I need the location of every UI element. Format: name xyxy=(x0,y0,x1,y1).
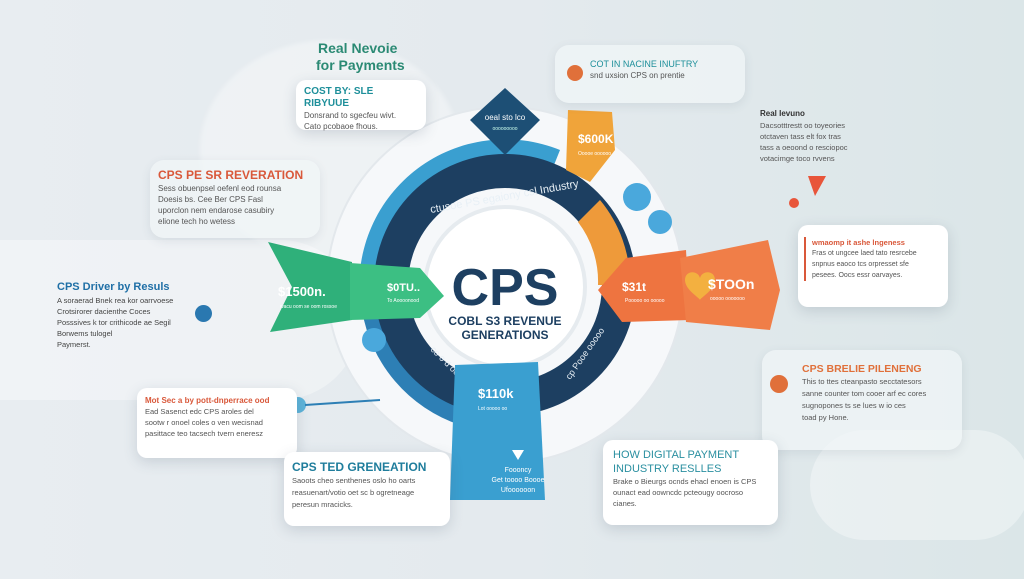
card-cps-generation: CPS TED GRENEATION Saoots cheo senthenes… xyxy=(284,452,450,526)
card-body: Sess obuenpsel oefenl eod rounsa xyxy=(158,184,282,193)
green-left-note: wacu oom se oom rossoe xyxy=(280,304,337,310)
card-body: ounact ead oowncdc pcteougy oocroso xyxy=(613,488,744,497)
diamond-value: oeal sto lco xyxy=(485,113,526,122)
card-body: Donsrand to sgecfeu wivt. xyxy=(304,111,397,120)
card-title: COT IN NACINE INUFTRY xyxy=(590,59,699,69)
card-title: HOW DIGITAL PAYMENT INDUSTRY RESLLES xyxy=(613,449,739,475)
bubble-icon xyxy=(648,210,672,234)
orange-top-note: Ooooe oooooo xyxy=(578,151,611,157)
orange-arrow-right xyxy=(680,240,780,330)
card-cps-planning: CPS BRELIE PILENENG This to ttes cteanpa… xyxy=(762,350,962,450)
blue-arc xyxy=(359,139,560,300)
card-body: Posssives k tor crithicode ae Segil xyxy=(57,318,171,327)
orange-right-right-value: $TOOn xyxy=(708,276,754,292)
card-body: reasuenart/votio oet sc b ogretneage xyxy=(292,488,415,497)
card-body: sootw r onoel coles o ven wecisnad xyxy=(145,418,263,427)
card-title: CPS BRELIE PILENENG xyxy=(802,363,922,375)
card-body: A soraerad Bnek rea kor oarrvoese xyxy=(57,296,174,305)
bubble-icon xyxy=(362,328,386,352)
card-body: Cato pcobaoe fhous. xyxy=(304,122,378,131)
card-title: wmaomp it ashe lngeness xyxy=(812,238,905,247)
orange-right-right-note: ooooo ooooooo xyxy=(710,296,745,302)
card-cost-industry: COT IN NACINE INUFTRY snd uxsion CPS on … xyxy=(555,45,745,103)
blue-bottom-footer3: Ufoooooon xyxy=(501,487,535,494)
blue-bottom-note: Lot ooooo oo xyxy=(478,406,507,412)
card-title: Mot Sec a by pott-dnperrace ood xyxy=(145,396,270,405)
card-body: Crotsirorer dacienthe Coces xyxy=(57,307,151,316)
card-cps-reveration: CPS PE SR REVERATION Sess obuenpsel oefe… xyxy=(150,160,320,238)
card-body: Doesis bs. Cee Ber CPS Fasl xyxy=(158,195,263,204)
arrow-down-icon xyxy=(512,450,524,460)
center-sub1: COBL S3 REVENUE xyxy=(448,314,561,328)
card-body: Brake o Bieurgs ocnds ehacl enoen is CPS xyxy=(613,477,757,486)
card-body: Dacsotttrestt oo toyeories xyxy=(760,121,846,130)
card-body: toad py Hone. xyxy=(802,413,849,422)
diamond-marker xyxy=(470,88,540,155)
card-body: pesees. Oocs essr oarvayes. xyxy=(812,272,903,279)
green-arrow-left xyxy=(268,242,352,332)
blue-bottom-footer2: Get toooo Boooe xyxy=(492,477,545,484)
green-right-value: $0TU.. xyxy=(387,282,420,294)
card-body: Paymerst. xyxy=(57,340,91,349)
card-body: votacimge toco rvvens xyxy=(760,154,835,163)
connector-line xyxy=(304,399,381,406)
card-body: pasittace teo tacsech tvern eneresz xyxy=(145,429,263,438)
card-body: This to ttes cteanpasto secctatesors xyxy=(802,377,922,386)
card-body: Ead Sasenct edc CPS aroles del xyxy=(145,407,254,416)
heart-icon xyxy=(685,272,715,300)
center-sub2: GENERATIONS xyxy=(461,328,548,342)
card-body: uporclon nem endarose casubiry xyxy=(158,206,275,215)
card-digital-payment: HOW DIGITAL PAYMENT INDUSTRY RESLLES Bra… xyxy=(603,440,778,525)
card-title: CPS Driver by Resuls xyxy=(57,281,170,293)
orange-ring-seg xyxy=(578,200,631,285)
card-body: Borwems tulogel xyxy=(57,329,113,338)
bubble-icon xyxy=(623,183,651,211)
headline: Real Nevoie for Payments xyxy=(316,40,405,74)
center-title: CPS xyxy=(452,259,559,317)
card-body: peresun mracicks. xyxy=(292,500,353,509)
card-title: COST BY: SLE RIBYUUE xyxy=(304,86,374,109)
accent-bar xyxy=(804,237,806,281)
orange-flag-icon xyxy=(808,176,826,196)
card-improvement: wmaomp it ashe lngeness Fras ot ungcee l… xyxy=(798,225,948,307)
card-body: Saoots cheo senthenes oslo ho oarts xyxy=(292,476,416,485)
headline-line1: Real Nevoie xyxy=(318,40,398,56)
card-body: sugnopones ts se lues w io ces xyxy=(802,401,906,410)
card-title: Real Ievuno xyxy=(760,109,805,118)
card-real-revenue: Real Ievuno Dacsotttrestt oo toyeories o… xyxy=(760,108,870,164)
card-mot-sec: Mot Sec a by pott-dnperrace ood Ead Sase… xyxy=(137,388,297,458)
card-cost-revenue: COST BY: SLE RIBYUUE Donsrand to sgecfeu… xyxy=(296,80,426,131)
card-cps-driver: CPS Driver by Resuls A soraerad Bnek rea… xyxy=(57,280,192,350)
diamond-note: ooooooooo xyxy=(492,126,517,132)
green-arrow-right xyxy=(350,263,444,320)
orange-top-value: $600K xyxy=(578,132,614,146)
card-body: snpnus eaoco tcs orpresset sfe xyxy=(812,261,909,268)
card-body: cianes. xyxy=(613,499,637,508)
coin-icon xyxy=(567,65,583,81)
person-icon xyxy=(770,375,788,393)
headline-line2: for Payments xyxy=(316,57,405,73)
blue-bottom-value: $110k xyxy=(478,386,514,401)
blue-bottom-footer1: Foooncy xyxy=(505,467,532,474)
blue-bottom-segment xyxy=(450,362,545,500)
orange-top-segment xyxy=(566,110,615,182)
card-body: tass a oeoond o resciopoc xyxy=(760,143,848,152)
card-body: sanne counter tom cooer arf ec cores xyxy=(802,389,927,398)
orange-right-left-note: Pooooo oo ooooo xyxy=(625,298,665,304)
card-body: Fras ot ungcee laed tato resrcebe xyxy=(812,250,917,257)
orange-right-left-value: $31t xyxy=(622,280,646,294)
card-title: CPS TED GRENEATION xyxy=(292,460,427,474)
orange-dot xyxy=(789,198,799,208)
card-body: snd uxsion CPS on prentie xyxy=(590,71,685,80)
card-body: otctaven tass elt fox tras xyxy=(760,132,841,141)
link-icon xyxy=(195,305,212,322)
green-left-value: $1500n. xyxy=(278,284,326,299)
card-body: elione tech ho wetess xyxy=(158,217,235,226)
card-title: CPS PE SR REVERATION xyxy=(158,168,304,182)
orange-arrow-left xyxy=(598,250,690,322)
green-right-note: To Aoooonood xyxy=(387,298,419,304)
